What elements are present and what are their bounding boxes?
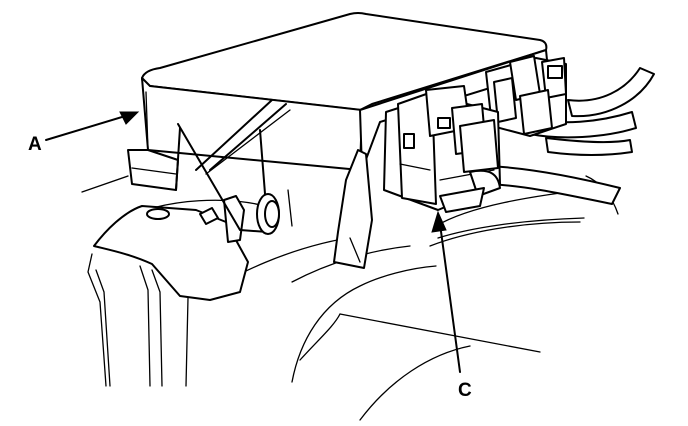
callout-a-label: A	[28, 134, 42, 155]
connector	[383, 55, 655, 213]
callout-a: A	[28, 111, 140, 155]
callout-a-arrowhead	[119, 111, 140, 125]
callout-c-label: C	[458, 380, 472, 401]
mounting-bracket	[93, 195, 249, 301]
callout-c-arrowhead	[431, 210, 447, 233]
callout-c: C	[431, 210, 472, 401]
